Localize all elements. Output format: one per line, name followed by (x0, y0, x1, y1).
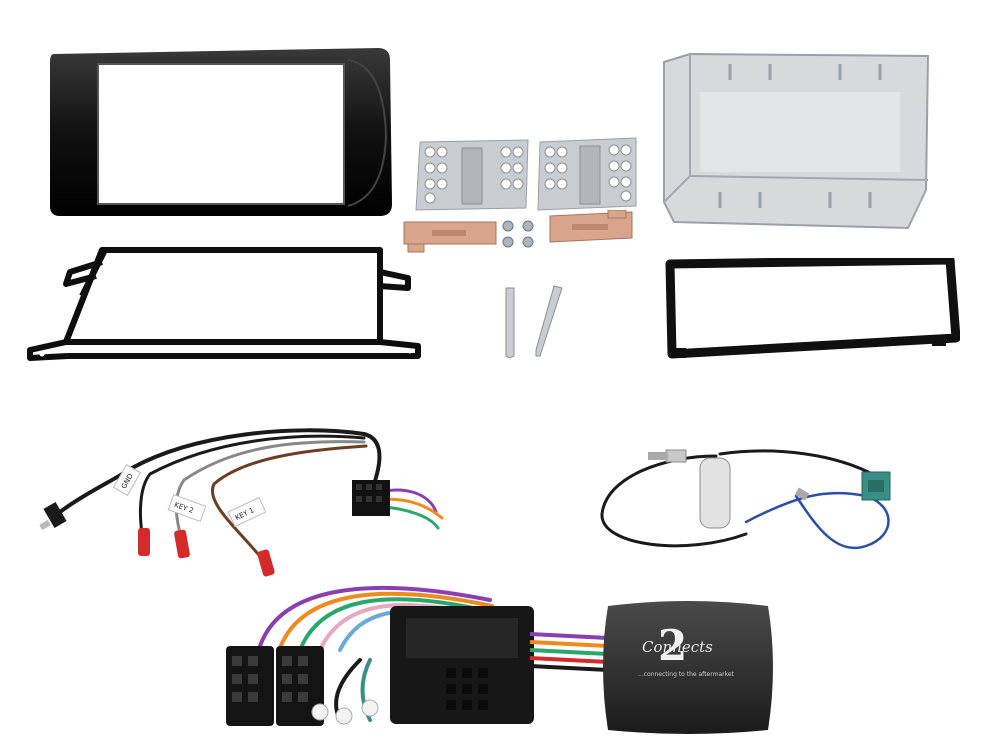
brand-tagline: ...connecting to the aftermarket (638, 671, 735, 678)
iso-harness (220, 570, 540, 742)
interface-box: 2 Connects ...connecting to the aftermar… (598, 596, 780, 738)
quadlock-connector (386, 602, 538, 728)
patch-lead-harness: GND KEY 2 KEY 1 (34, 424, 454, 584)
screws (498, 218, 542, 250)
mounting-bracket (22, 242, 424, 372)
release-keys (500, 284, 570, 360)
din-cage (660, 52, 932, 230)
metal-side-plate-right (536, 136, 640, 212)
interface-wires (530, 620, 610, 690)
brand-number: 2 (658, 621, 687, 670)
copper-bracket-left (402, 220, 498, 254)
trim-ring (664, 258, 960, 362)
antenna-adapter (596, 436, 912, 560)
metal-side-plate-left (414, 138, 532, 212)
copper-bracket-right (548, 210, 634, 246)
fascia-panel (48, 46, 394, 218)
brand-name: Connects (642, 638, 713, 656)
